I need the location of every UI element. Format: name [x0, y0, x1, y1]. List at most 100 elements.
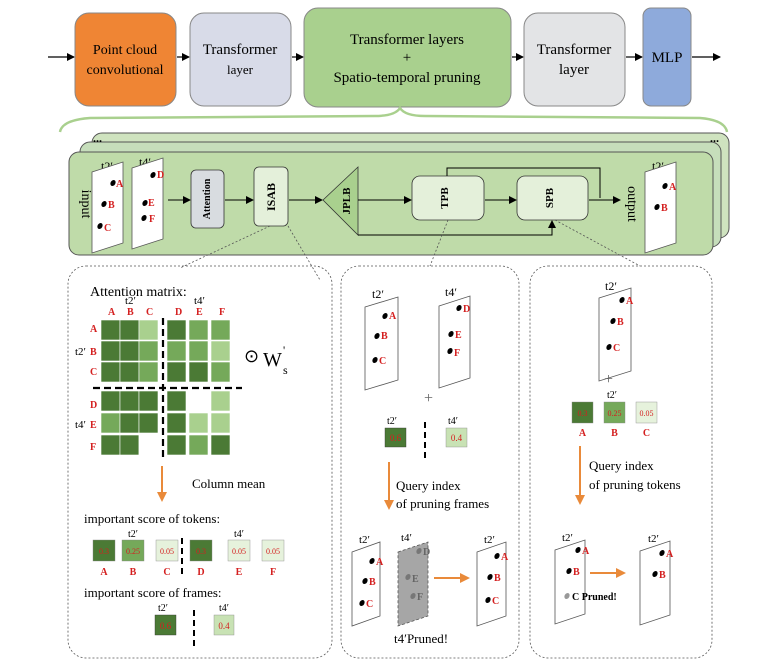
pipeline: Point cloud convolutional Transformer la…	[48, 7, 721, 108]
matrix-cell	[100, 434, 121, 456]
right-pruned-label: C Pruned!	[572, 592, 617, 603]
right-result-t2-label: t2′	[562, 532, 573, 544]
token-score-label: C	[163, 567, 170, 578]
ws-superscript: '	[283, 343, 285, 357]
mid-frame-t4-label: t4′	[445, 285, 457, 299]
input-point-b: B	[108, 200, 115, 211]
matrix-row-d: D	[90, 400, 97, 411]
detail-panel: ... ... input t2′ A B C t4′ D E F Attent…	[68, 131, 730, 256]
right-token-score-cell	[635, 401, 658, 424]
mid-t4-point-d: D	[463, 304, 470, 315]
matrix-cell	[188, 390, 209, 412]
matrix-cell	[138, 319, 159, 341]
attention-matrix-title: Attention matrix:	[90, 285, 187, 300]
matrix-cell	[166, 361, 187, 383]
transformer-1-label-1: Transformer	[203, 42, 277, 58]
frame-score-t4-value: 0.4	[218, 621, 230, 631]
point-cloud-label-2: convolutional	[87, 63, 164, 78]
transformer-1-label-2: layer	[227, 62, 254, 77]
mid-score-t4-value: 0.4	[451, 433, 463, 443]
matrix-cell	[138, 340, 159, 362]
matrix-col-e: E	[196, 307, 203, 318]
mid-res-point-b: B	[369, 577, 376, 588]
mid-pruned-point-d: D	[423, 547, 430, 558]
matrix-cell	[188, 340, 209, 362]
matrix-cell	[166, 319, 187, 341]
matrix-col-f: F	[219, 307, 225, 318]
matrix-cell	[188, 412, 209, 434]
matrix-cell	[166, 412, 187, 434]
transformer-layer-block-2	[523, 12, 626, 107]
mid-pruned-label: t4′Pruned!	[394, 631, 448, 646]
right-token-score-cell	[603, 401, 626, 424]
frame-score-t2-label: t2′	[158, 603, 168, 614]
token-score-value: 0.25	[126, 547, 140, 556]
right-final-point-a: A	[666, 549, 674, 560]
mid-pruned-point-e: E	[412, 574, 419, 585]
matrix-row-a: A	[90, 324, 98, 335]
token-score-cell	[92, 539, 116, 562]
token-score-cell	[261, 539, 285, 562]
right-final-t2-label: t2′	[648, 533, 659, 545]
matrix-cell	[138, 412, 159, 434]
mid-score-t4-label: t4′	[448, 416, 458, 427]
input-point-c: C	[104, 223, 111, 234]
right-point-a: A	[626, 296, 634, 307]
mid-score-t2-cell	[384, 427, 407, 448]
mid-score-t2-label: t2′	[387, 416, 397, 427]
token-score-value: 0.05	[160, 547, 174, 556]
matrix-cell	[100, 390, 121, 412]
matrix-cell	[166, 434, 187, 456]
frame-score-t4-label: t4′	[219, 603, 229, 614]
token-score-cell	[189, 539, 213, 562]
frame-score-t4-cell	[213, 614, 235, 636]
matrix-col-c: C	[146, 307, 153, 318]
matrix-row-c: C	[90, 367, 97, 378]
input-point-e: E	[148, 198, 155, 209]
ws-symbol: W	[263, 349, 282, 371]
frame-score-t2-value: 0.6	[160, 621, 172, 631]
matrix-cell	[210, 319, 231, 341]
matrix-cell	[119, 340, 140, 362]
token-score-title: important score of tokens:	[84, 511, 220, 526]
matrix-col-group-t4: t4′	[194, 295, 205, 307]
matrix-cell	[100, 412, 121, 434]
mid-t2-point-a: A	[389, 311, 397, 322]
matrix-row-e: E	[90, 420, 97, 431]
token-score-label: E	[236, 567, 243, 578]
panel-temporal-pruning: t2′ A B C t4′ D E F + t2′ t4′ 0.6 0.4 Qu…	[340, 265, 520, 659]
mid-res-point-c: C	[366, 599, 373, 610]
matrix-cell	[138, 390, 159, 412]
ws-subscript: s	[283, 363, 288, 377]
matrix-cell	[210, 434, 231, 456]
column-mean-label: Column mean	[192, 476, 266, 491]
matrix-row-f: F	[90, 442, 96, 453]
right-token-score-label: C	[643, 428, 650, 439]
matrix-col-d: D	[175, 307, 182, 318]
token-score-value: 0.05	[232, 547, 246, 556]
mid-t2-point-c: C	[379, 356, 386, 367]
matrix-cell	[119, 412, 140, 434]
token-score-cell	[121, 539, 145, 562]
right-frame-label: t2′	[605, 279, 617, 293]
input-point-a: A	[116, 179, 124, 190]
token-score-label: D	[197, 567, 204, 578]
token-score-cell	[227, 539, 251, 562]
isab-label: ISAB	[264, 183, 278, 211]
frame-score-t2-cell	[154, 614, 177, 636]
pruning-block-label-2: +	[403, 50, 411, 66]
matrix-cell	[100, 361, 121, 383]
input-label: input	[78, 190, 93, 219]
matrix-col-group-t2: t2′	[125, 295, 136, 307]
matrix-col-a: A	[108, 307, 116, 318]
hadamard-symbol: ⊙	[244, 346, 259, 366]
mid-query-l1: Query index	[396, 478, 461, 493]
right-token-score-cell	[571, 401, 594, 424]
matrix-row-group-t2: t2′	[75, 346, 86, 358]
pruning-block-label-1: Transformer layers	[350, 32, 464, 48]
right-query-l1: Query index	[589, 458, 654, 473]
mid-t4-point-f: F	[454, 348, 460, 359]
token-score-group-t4: t4′	[234, 529, 244, 540]
